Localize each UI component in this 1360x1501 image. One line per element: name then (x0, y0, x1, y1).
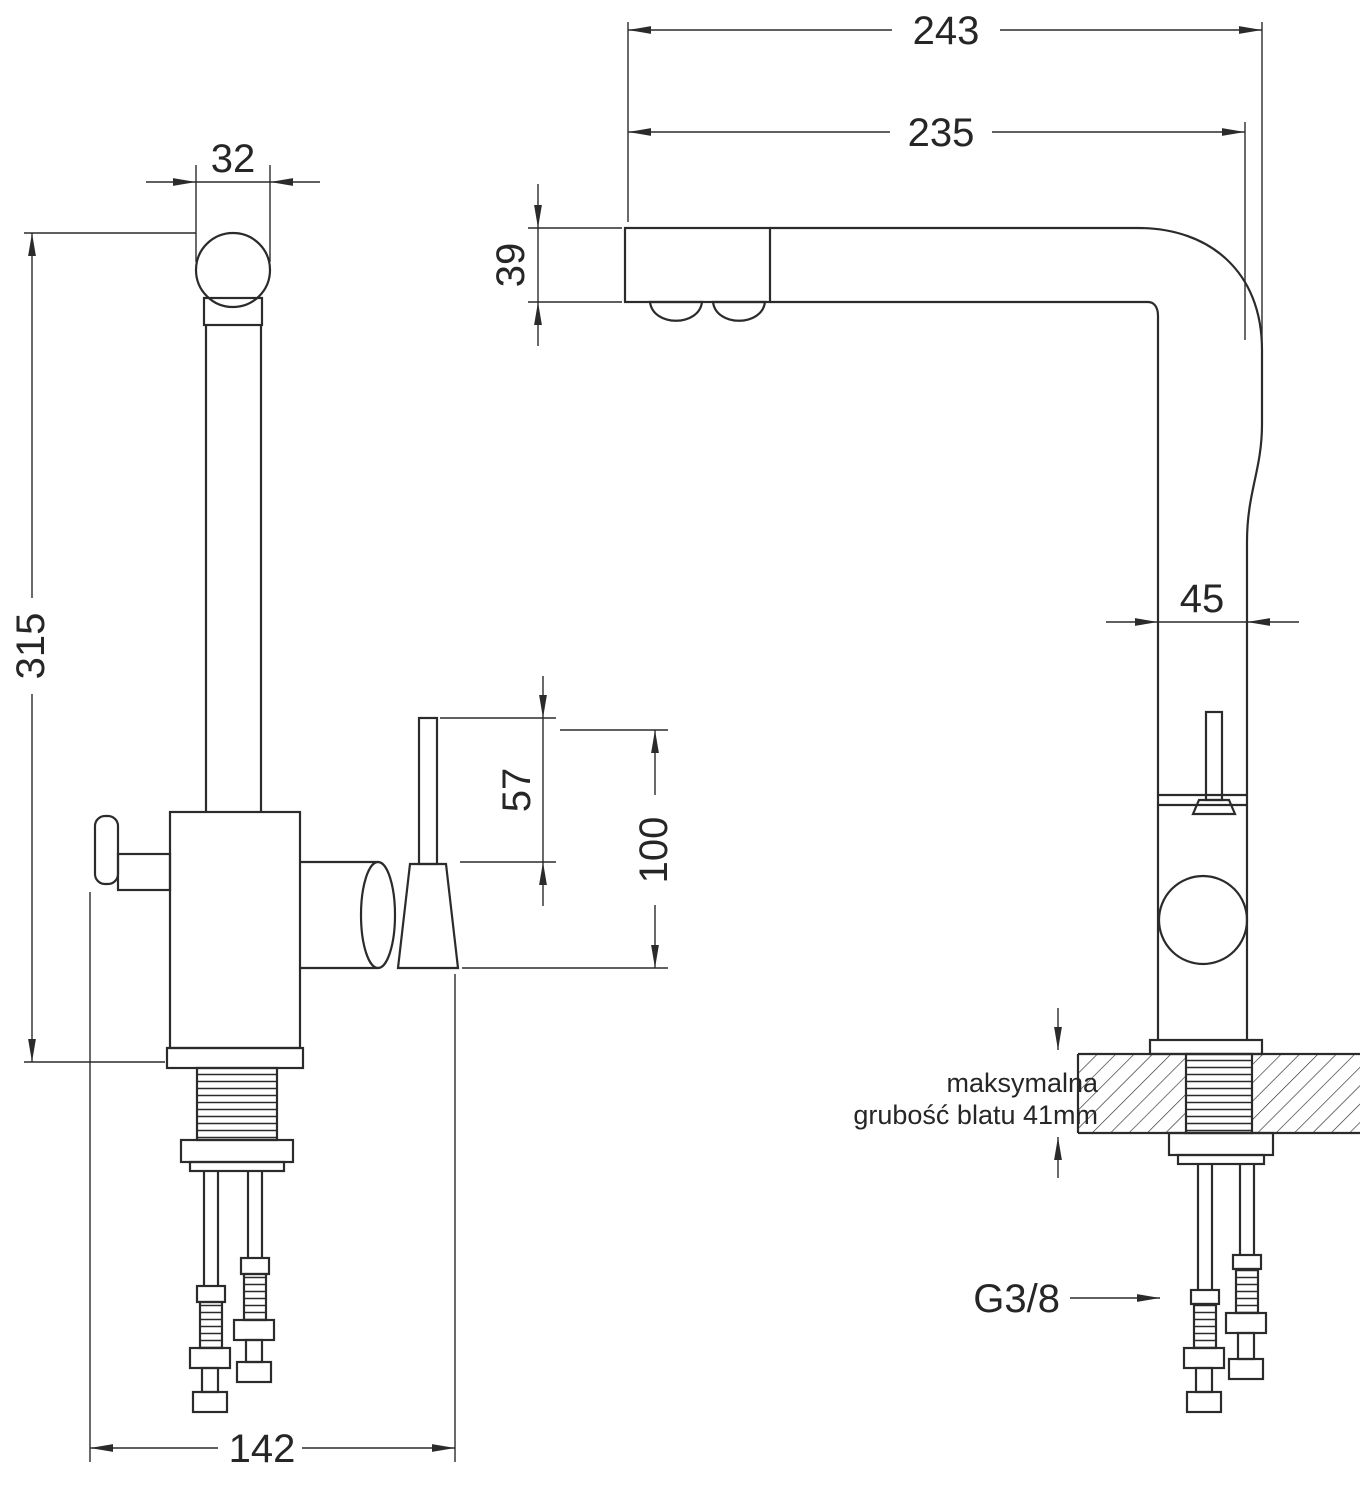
dim-32-label: 32 (211, 137, 256, 181)
front-view (93, 231, 460, 1414)
countertop (1076, 1052, 1360, 1135)
dim-235-label: 235 (908, 111, 975, 155)
side-mounting-nut (1167, 1131, 1275, 1157)
side-mounting-washer (1176, 1153, 1266, 1166)
spout-head-circle (194, 231, 272, 309)
base-flange (165, 1046, 305, 1070)
counter-note-line1: maksymalna (946, 1068, 1099, 1098)
faucet-body (168, 810, 302, 1050)
dim-100-label: 100 (632, 817, 676, 884)
filter-lever-arm (116, 852, 172, 892)
side-lever-base (1191, 798, 1237, 816)
cartridge-circle (1157, 874, 1249, 966)
spout-inner-profile (770, 300, 1160, 1040)
dim-142-label: 142 (229, 1427, 296, 1471)
threaded-stud (195, 1066, 279, 1142)
dim-39-label: 39 (489, 243, 533, 288)
aerator-bump-2 (711, 300, 767, 322)
mounting-nut (179, 1138, 295, 1164)
spout-head (623, 226, 772, 304)
dim-315-label: 315 (9, 613, 53, 680)
supply-hose-right (232, 1171, 276, 1384)
side-supply-hose-right (1224, 1164, 1268, 1381)
counter-note-line2: grubość blatu 41mm (853, 1100, 1098, 1130)
side-threaded-stud (1184, 1052, 1254, 1135)
dim-243-label: 243 (913, 9, 980, 53)
dim-57-label: 57 (495, 768, 539, 813)
side-cylinder-cap (359, 860, 397, 970)
side-supply-hose-left (1182, 1164, 1226, 1414)
countertop-hatch-left (1078, 1054, 1186, 1133)
mixer-lever-rod (417, 716, 439, 866)
supply-hose-left (188, 1171, 232, 1414)
mixer-lever-base (396, 862, 460, 970)
aerator-collar (202, 296, 264, 327)
spout-outer-profile (770, 226, 1264, 1040)
aerator-bump-1 (648, 300, 704, 322)
dimension-lines (24, 22, 1299, 1462)
dim-45-label: 45 (1180, 577, 1225, 621)
mounting-washer (188, 1160, 286, 1173)
dimension-labels: 243 235 32 39 315 45 57 100 142 G3/8 mak… (9, 9, 1224, 1471)
side-base-flange (1148, 1038, 1264, 1056)
thread-size-label: G3/8 (973, 1277, 1060, 1321)
side-view (623, 226, 1275, 1414)
countertop-hatch-right (1252, 1054, 1360, 1133)
side-lever-rod (1204, 710, 1224, 802)
filter-lever (93, 814, 120, 886)
